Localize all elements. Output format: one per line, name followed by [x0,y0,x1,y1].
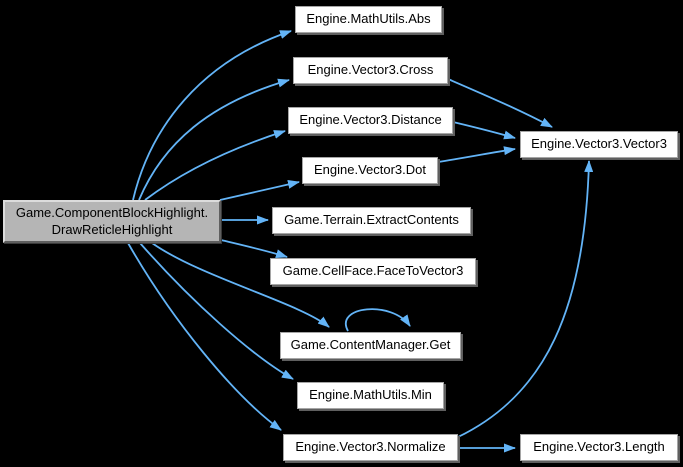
edge-main-to-min [139,242,294,380]
edge-main-to-distance [144,130,286,201]
node-engine-mathutils-abs[interactable]: Engine.MathUtils.Abs [295,6,442,33]
node-engine-vector3-distance-label: Engine.Vector3.Distance [299,112,442,128]
edge-normalize-to-vector3 [457,160,594,438]
node-drawreticlehighlight-label-line1: Game.ComponentBlockHighlight. [15,205,209,221]
node-game-cellface-facetovector3-label: Game.CellFace.FaceToVector3 [282,263,464,279]
node-engine-vector3-length-label: Engine.Vector3.Length [533,439,665,455]
node-engine-vector3-dot-label: Engine.Vector3.Dot [313,162,427,178]
node-engine-vector3-normalize[interactable]: Engine.Vector3.Normalize [283,434,458,461]
edge-main-to-cross [138,78,290,201]
edge-distance-to-vector3 [452,121,516,140]
edge-dot-to-vector3 [437,146,516,163]
node-engine-mathutils-min[interactable]: Engine.MathUtils.Min [297,382,444,409]
node-engine-vector3-vector3-label: Engine.Vector3.Vector3 [531,136,667,152]
node-game-terrain-extractcontents[interactable]: Game.Terrain.ExtractContents [272,207,471,234]
edge-main-to-get [151,242,330,328]
node-engine-vector3-dot[interactable]: Engine.Vector3.Dot [302,157,438,184]
edge-main-to-abs [132,30,292,201]
node-engine-vector3-normalize-label: Engine.Vector3.Normalize [295,439,446,455]
edge-main-to-normalize [127,242,282,431]
node-engine-vector3-cross[interactable]: Engine.Vector3.Cross [293,57,448,84]
node-engine-mathutils-abs-label: Engine.MathUtils.Abs [306,11,431,27]
node-engine-vector3-cross-label: Engine.Vector3.Cross [307,62,434,78]
node-game-cellface-facetovector3[interactable]: Game.CellFace.FaceToVector3 [270,258,476,285]
node-drawreticlehighlight-label-line2: DrawReticleHighlight [51,221,173,237]
edge-main-to-dot [219,179,300,201]
node-engine-vector3-vector3[interactable]: Engine.Vector3.Vector3 [520,131,678,158]
edge-main-to-face-to-vector3 [220,239,288,258]
node-game-contentmanager-get[interactable]: Game.ContentManager.Get [280,332,461,359]
node-game-contentmanager-get-label: Game.ContentManager.Get [290,337,451,353]
node-drawreticlehighlight[interactable]: Game.ComponentBlockHighlight. DrawReticl… [3,200,221,243]
node-game-terrain-extractcontents-label: Game.Terrain.ExtractContents [284,212,459,228]
node-engine-vector3-distance[interactable]: Engine.Vector3.Distance [288,107,453,134]
edge-get-self-loop [344,308,411,332]
node-engine-vector3-length[interactable]: Engine.Vector3.Length [520,434,678,461]
node-engine-mathutils-min-label: Engine.MathUtils.Min [309,387,432,403]
edge-cross-to-vector3 [447,78,553,128]
